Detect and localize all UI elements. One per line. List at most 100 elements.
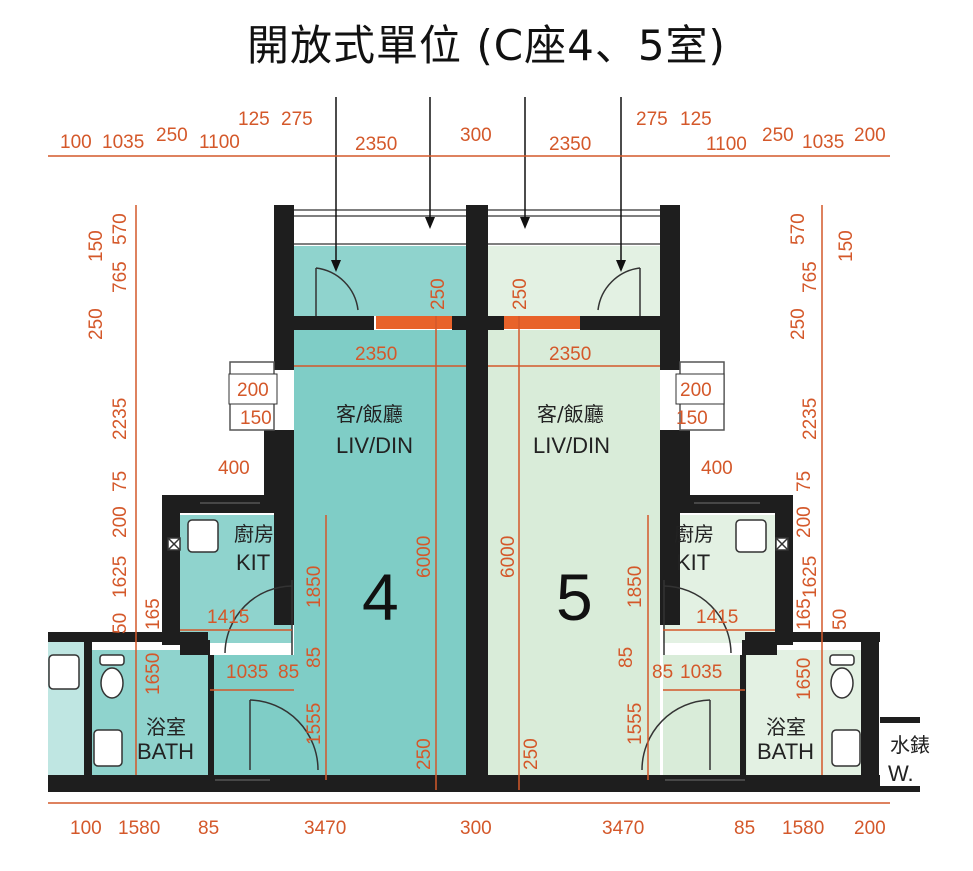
dim-unit5-150: 150 xyxy=(676,408,708,429)
dim-left-570: 570 xyxy=(110,213,131,245)
dim-unit5-85v: 85 xyxy=(616,647,637,668)
dim-right-765: 765 xyxy=(800,261,821,293)
dim-bottom-200: 200 xyxy=(854,818,886,839)
dim-unit4-400: 400 xyxy=(218,458,250,479)
dim-top-125-l: 125 xyxy=(238,109,270,130)
dim-unit5-6000: 6000 xyxy=(498,536,519,578)
edge-label: 水錶 W. xyxy=(888,733,930,786)
dim-bottom-100: 100 xyxy=(70,818,102,839)
dim-left-1650: 1650 xyxy=(143,653,164,695)
unit-4-fill xyxy=(48,246,466,775)
dim-left-765: 765 xyxy=(110,261,131,293)
dim-unit4-85v: 85 xyxy=(304,647,325,668)
dim-top-1035-r: 1035 xyxy=(802,132,844,153)
edge-label-zh: 水錶 xyxy=(890,733,930,757)
dim-top-1100-l: 1100 xyxy=(199,132,240,153)
dim-top-250-l: 250 xyxy=(156,125,188,146)
entry-arrows xyxy=(335,97,622,268)
dim-unit4-2350: 2350 xyxy=(355,344,397,365)
bath-label-en-5: BATH xyxy=(757,739,814,764)
dim-right-150: 150 xyxy=(836,230,857,262)
dim-bottom-3470-r: 3470 xyxy=(602,818,644,839)
bath-label-zh-4: 浴室 xyxy=(146,715,186,739)
dim-bottom-1580-r: 1580 xyxy=(782,818,824,839)
dim-right-570: 570 xyxy=(788,213,809,245)
bath-label-zh-5: 浴室 xyxy=(766,715,806,739)
dim-top-275-r: 275 xyxy=(636,109,668,130)
dim-right-200: 200 xyxy=(794,506,815,538)
page-title: 開放式單位 (C座4、5室) xyxy=(247,21,726,70)
liv-label-zh-4: 客/飯廳 xyxy=(336,402,403,426)
edge-label-en: W. xyxy=(888,761,914,786)
dim-unit5-200: 200 xyxy=(680,380,712,401)
dim-right-75: 75 xyxy=(794,471,815,492)
dim-top-2350-r: 2350 xyxy=(549,134,591,155)
unit-4-number: 4 xyxy=(362,560,399,634)
dim-top-2350-l: 2350 xyxy=(355,134,397,155)
dim-left-2235: 2235 xyxy=(110,398,131,440)
dim-unit5-1415: 1415 xyxy=(696,607,738,628)
dim-top-1035-l: 1035 xyxy=(102,132,144,153)
kit-label-en-5: KIT xyxy=(676,550,710,575)
dim-top-275-l: 275 xyxy=(281,109,313,130)
dim-left-150: 150 xyxy=(86,230,107,262)
liv-label-en-5: LIV/DIN xyxy=(533,433,610,458)
dim-top-100-l: 100 xyxy=(60,132,92,153)
dim-right-1625: 1625 xyxy=(800,556,821,598)
dim-unit4-150: 150 xyxy=(240,408,272,429)
doors xyxy=(224,267,732,771)
dimension-lines xyxy=(48,155,890,804)
dim-left-50: 50 xyxy=(110,613,131,634)
dim-unit4-85h: 85 xyxy=(278,662,299,683)
dim-unit5-400: 400 xyxy=(701,458,733,479)
unit-5-fill xyxy=(488,246,861,775)
kit-label-zh-5: 廚房 xyxy=(674,522,714,546)
dim-unit4-250-bot: 250 xyxy=(414,738,435,770)
dim-unit4-200: 200 xyxy=(237,380,269,401)
dim-top-200-r: 200 xyxy=(854,125,886,146)
dim-top-300: 300 xyxy=(460,125,492,146)
dim-bottom-1580-l: 1580 xyxy=(118,818,160,839)
unit-4-labels: 250 2350 200 150 400 客/飯廳 LIV/DIN 6000 4… xyxy=(137,278,449,770)
unit-5-number: 5 xyxy=(556,560,593,634)
dim-unit5-1555: 1555 xyxy=(625,703,646,745)
dim-unit5-2350: 2350 xyxy=(549,344,591,365)
vents xyxy=(376,316,580,329)
dim-unit4-1850: 1850 xyxy=(304,566,325,608)
dim-left-200: 200 xyxy=(110,506,131,538)
dim-bottom-85-r: 85 xyxy=(734,818,755,839)
dim-unit5-250-top: 250 xyxy=(510,278,531,310)
dim-unit4-1415: 1415 xyxy=(207,607,249,628)
bottom-dimensions: 100 1580 85 3470 300 3470 85 1580 200 xyxy=(70,818,886,839)
unit-5-labels: 250 2350 200 150 400 客/飯廳 LIV/DIN 6000 5… xyxy=(498,278,814,770)
top-dimensions: 100 1035 250 1100 125 275 2350 300 2350 … xyxy=(60,109,886,155)
liv-label-en-4: LIV/DIN xyxy=(336,433,413,458)
dim-right-2235: 2235 xyxy=(800,398,821,440)
dim-unit4-1035: 1035 xyxy=(226,662,268,683)
dim-unit4-250-top: 250 xyxy=(428,278,449,310)
dim-top-250-r: 250 xyxy=(762,125,794,146)
dim-unit4-1555: 1555 xyxy=(304,703,325,745)
dim-right-1650: 1650 xyxy=(794,658,815,700)
dim-left-1625: 1625 xyxy=(110,556,131,598)
dim-left-165: 165 xyxy=(143,598,164,630)
dim-unit5-85h: 85 xyxy=(652,662,673,683)
fixtures xyxy=(48,519,861,767)
dim-bottom-300: 300 xyxy=(460,818,492,839)
dim-left-75: 75 xyxy=(110,471,131,492)
left-vertical-dimensions: 570 150 765 250 2235 75 200 1625 50 165 … xyxy=(86,213,164,695)
bath-label-en-4: BATH xyxy=(137,739,194,764)
dim-bottom-85-l: 85 xyxy=(198,818,219,839)
dim-left-250: 250 xyxy=(86,308,107,340)
dim-unit5-1850: 1850 xyxy=(625,566,646,608)
dim-unit4-6000: 6000 xyxy=(414,536,435,578)
dim-bottom-3470-l: 3470 xyxy=(304,818,346,839)
dim-top-125-r: 125 xyxy=(680,109,712,130)
dim-right-50: 50 xyxy=(830,609,851,630)
kit-label-zh-4: 廚房 xyxy=(234,522,274,546)
dim-unit5-250-bot: 250 xyxy=(521,738,542,770)
dim-right-165: 165 xyxy=(794,598,815,630)
right-vertical-dimensions: 570 150 765 250 2235 75 200 1625 165 50 … xyxy=(788,213,857,700)
liv-label-zh-5: 客/飯廳 xyxy=(537,402,604,426)
